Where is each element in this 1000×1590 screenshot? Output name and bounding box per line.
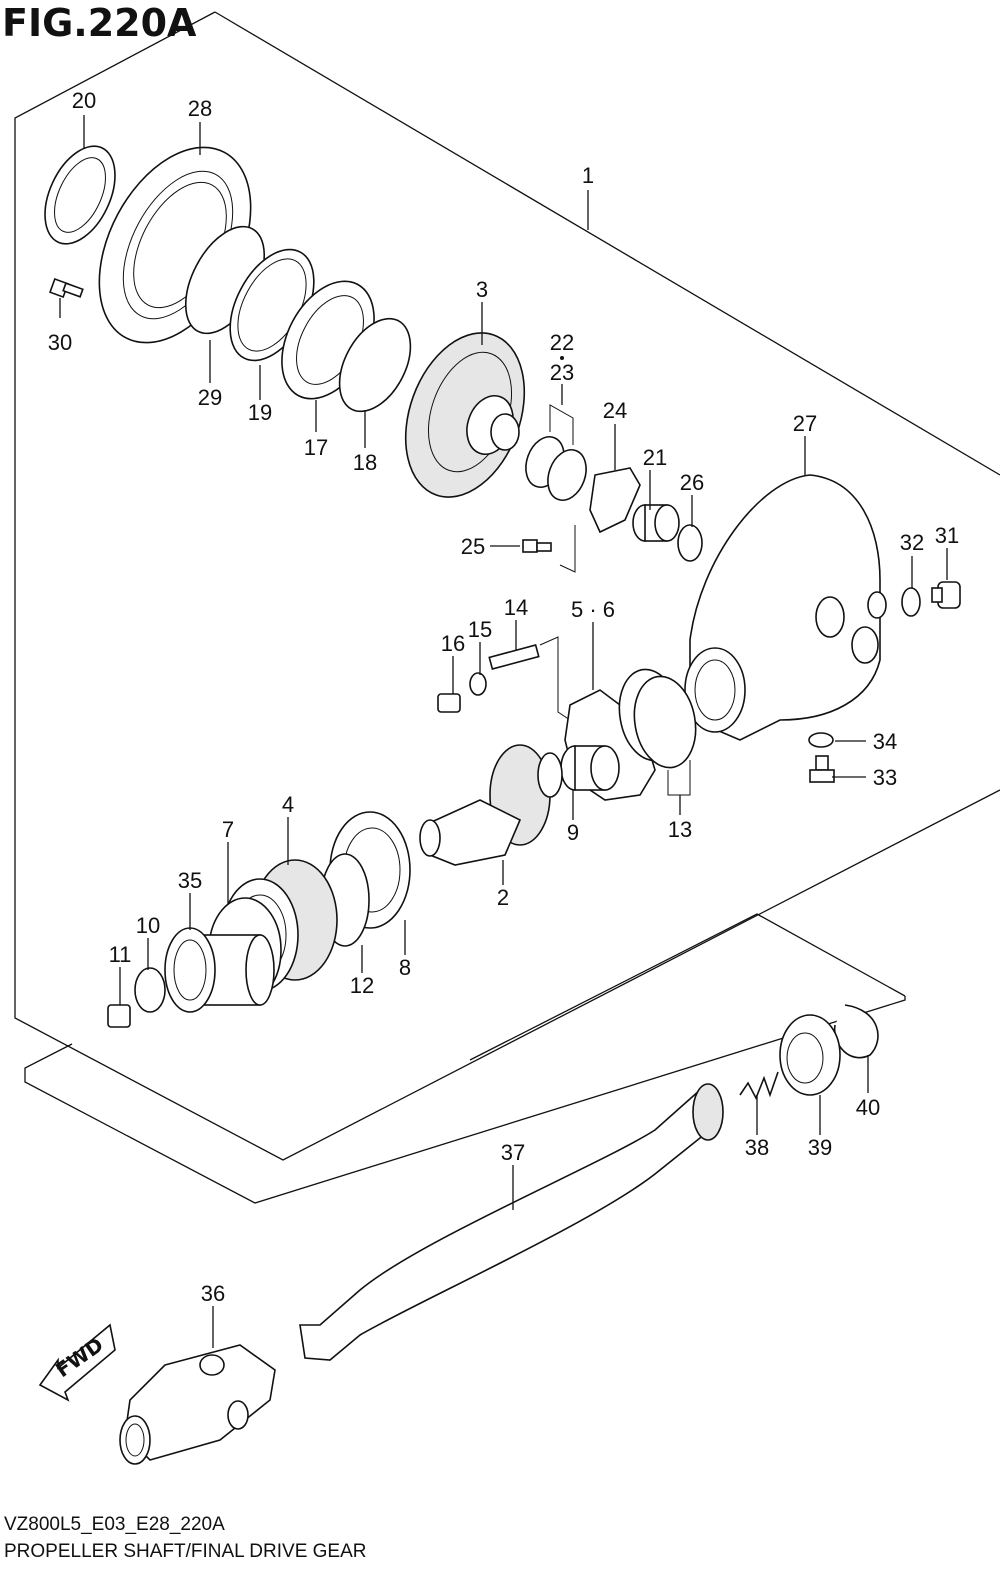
callout-25: 25 (461, 534, 485, 559)
callout-15: 15 (468, 617, 492, 642)
pinion-gear-part-2 (419, 744, 563, 866)
drain-plug-part-33 (809, 755, 835, 783)
callout-28: 28 (188, 96, 212, 121)
washer-part-26 (677, 524, 703, 562)
callout-11: 11 (109, 942, 132, 967)
nut-part-16 (437, 693, 461, 713)
leader-lines (59, 115, 948, 1348)
callout-31: 31 (935, 523, 959, 548)
retainer-part-24 (589, 467, 641, 534)
model-code: VZ800L5_E03_E28_220A (4, 1514, 225, 1535)
callout-35: 35 (178, 868, 202, 893)
assembly-boundary (14, 11, 1000, 1204)
callout-39: 39 (808, 1135, 832, 1160)
callout-26: 26 (680, 470, 704, 495)
needle-bearing-part-21 (632, 504, 680, 542)
leader-14-dashed (539, 636, 571, 721)
spring-part-38 (739, 1071, 779, 1100)
dot-separator (560, 356, 564, 360)
callout-14: 14 (504, 595, 528, 620)
callout-33: 33 (873, 765, 897, 790)
oil-seal-part-20 (44, 145, 116, 245)
callout-40: 40 (856, 1095, 880, 1120)
bolt-part-25 (522, 539, 552, 553)
callout-16: 16 (441, 631, 465, 656)
callout-22: 22 (550, 330, 574, 355)
callout-7: 7 (222, 817, 234, 842)
callout-29: 29 (198, 385, 222, 410)
figure-title: FIG.220A (2, 1, 197, 45)
filler-plug-part-31 (931, 581, 961, 609)
callout-30: 30 (48, 330, 72, 355)
callout-24: 24 (603, 398, 627, 423)
callout-4: 4 (282, 792, 294, 817)
callout-8: 8 (399, 955, 411, 980)
callout-3: 3 (476, 277, 488, 302)
stud-bolt-part-14 (488, 644, 540, 670)
leader-25-dashed (559, 525, 576, 573)
nut-part-11 (107, 1004, 131, 1028)
circlip-part-40 (833, 1004, 879, 1059)
callout-12: 12 (350, 973, 374, 998)
gear-case-part-27 (684, 474, 887, 741)
bracket-13 (667, 760, 691, 796)
ring-gear-part-3 (404, 332, 526, 498)
callout-34: 34 (873, 729, 897, 754)
callout-9: 9 (567, 820, 579, 845)
callout-13: 13 (668, 817, 692, 842)
callout-19: 19 (248, 400, 272, 425)
callout-27: 27 (793, 411, 817, 436)
callout-1: 1 (582, 163, 594, 188)
bearing-part-9 (560, 745, 620, 791)
bracket-22-23 (549, 404, 574, 445)
callout-21: 21 (643, 445, 667, 470)
callout-37: 37 (501, 1140, 525, 1165)
gasket-part-34 (808, 732, 834, 748)
spring-seat-part-39 (779, 1014, 841, 1096)
callout-38: 38 (745, 1135, 769, 1160)
callout-17: 17 (304, 435, 328, 460)
fwd-arrow-icon (38, 1323, 116, 1402)
callout-20: 20 (72, 88, 96, 113)
propeller-shaft-part-37 (299, 1083, 724, 1361)
washer-part-10 (134, 967, 166, 1013)
o-ring-part-18 (338, 317, 412, 413)
washer-part-15 (469, 672, 487, 696)
callout-labels: 1 20 28 30 29 19 17 18 3 22 23 24 21 26 … (48, 88, 959, 1306)
callout-18: 18 (353, 450, 377, 475)
figure-caption: PROPELLER SHAFT/FINAL DRIVE GEAR (4, 1541, 367, 1562)
bolt-part-30 (49, 278, 84, 298)
callout-10: 10 (136, 913, 160, 938)
callout-32: 32 (900, 530, 924, 555)
universal-joint-part-36 (119, 1344, 276, 1465)
joint-part-35 (164, 927, 275, 1013)
callout-5-6: 5 · 6 (571, 597, 615, 622)
callout-36: 36 (201, 1281, 225, 1306)
shim-part-23 (547, 449, 587, 501)
callout-23: 23 (550, 360, 574, 385)
o-ring-part-13b (633, 675, 697, 769)
callout-2: 2 (497, 885, 509, 910)
gasket-part-32 (901, 587, 921, 617)
